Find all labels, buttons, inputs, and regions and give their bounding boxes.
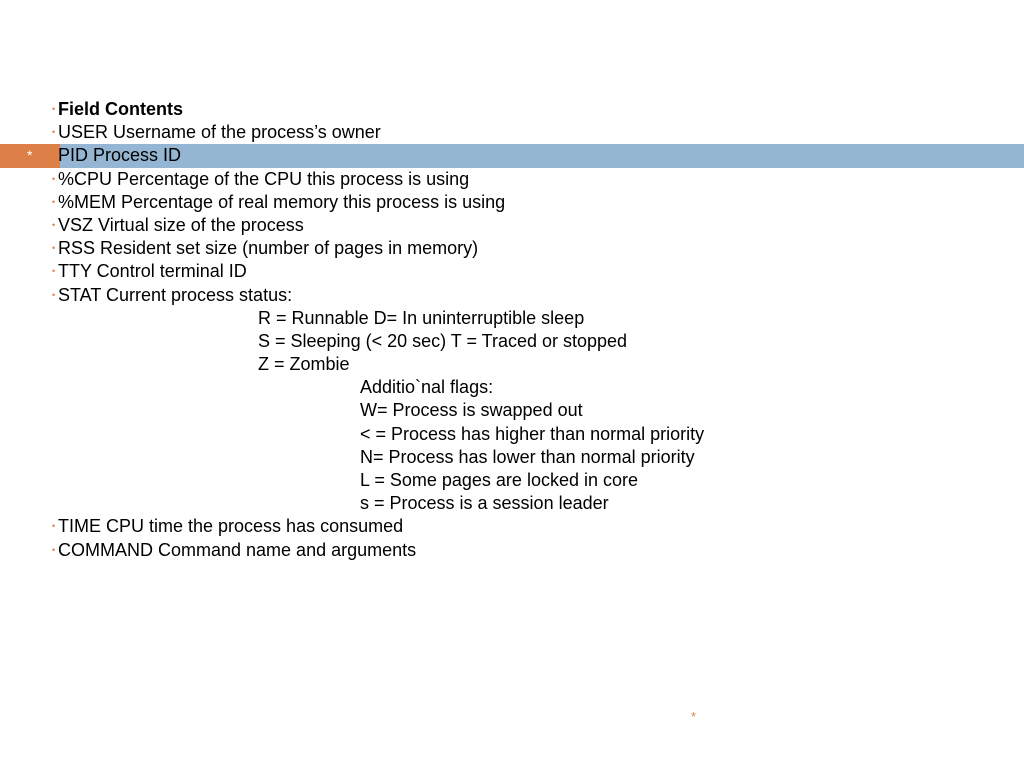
bullet-item: •VSZ Virtual size of the process bbox=[52, 214, 952, 237]
sub-item: s = Process is a session leader bbox=[52, 492, 952, 515]
bullet-item: •PID Process ID bbox=[52, 144, 952, 167]
bullet-dot-icon: • bbox=[52, 127, 56, 138]
bullet-item: •USER Username of the process’s owner bbox=[52, 121, 952, 144]
bullet-dot-icon: • bbox=[52, 104, 56, 114]
sub-item: R = Runnable D= In uninterruptible sleep bbox=[52, 307, 952, 330]
slide-body: •Field Contents•USER Username of the pro… bbox=[52, 98, 952, 562]
line-text: < = Process has higher than normal prior… bbox=[360, 423, 705, 444]
bullet-item: •RSS Resident set size (number of pages … bbox=[52, 237, 952, 260]
bullet-item: •TTY Control terminal ID bbox=[52, 260, 952, 283]
sub-item: L = Some pages are locked in core bbox=[52, 469, 952, 492]
bullet-item: •COMMAND Command name and arguments bbox=[52, 539, 952, 562]
bullet-dot-icon: • bbox=[52, 150, 56, 161]
line-text: S = Sleeping (< 20 sec) T = Traced or st… bbox=[258, 330, 628, 351]
line-text: PID Process ID bbox=[58, 145, 182, 166]
line-text: RSS Resident set size (number of pages i… bbox=[58, 238, 479, 259]
bullet-dot-icon: • bbox=[52, 266, 56, 277]
line-text: L = Some pages are locked in core bbox=[360, 470, 638, 490]
bullet-dot-icon: • bbox=[52, 544, 56, 555]
band-accent-block: * bbox=[0, 144, 60, 168]
bullet-dot-icon: • bbox=[52, 173, 56, 184]
bullet-item: •Field Contents bbox=[52, 98, 952, 121]
band-asterisk: * bbox=[27, 147, 33, 163]
header-band: * bbox=[0, 144, 1024, 168]
bullet-item: •TIME CPU time the process has consumed bbox=[52, 515, 952, 538]
line-text: R = Runnable D= In uninterruptible sleep bbox=[258, 307, 585, 328]
line-text: USER Username of the process’s owner bbox=[58, 122, 381, 143]
line-text: Additio`nal flags: bbox=[360, 377, 494, 398]
bullet-dot-icon: • bbox=[52, 219, 56, 230]
line-text: %CPU Percentage of the CPU this process … bbox=[58, 168, 470, 189]
line-text: Field Contents bbox=[58, 99, 183, 119]
line-text: TTY Control terminal ID bbox=[58, 261, 247, 282]
sub-item: N= Process has lower than normal priorit… bbox=[52, 446, 952, 469]
line-text: TIME CPU time the process has consumed bbox=[58, 516, 404, 537]
line-text: Z = Zombie bbox=[258, 354, 350, 375]
line-text: VSZ Virtual size of the process bbox=[58, 214, 304, 235]
band-blue-bar bbox=[60, 144, 1024, 168]
bullet-dot-icon: • bbox=[52, 243, 56, 254]
bullet-dot-icon: • bbox=[52, 289, 56, 300]
line-text: s = Process is a session leader bbox=[360, 493, 609, 514]
sub-item: < = Process has higher than normal prior… bbox=[52, 423, 952, 446]
sub-item: W= Process is swapped out bbox=[52, 399, 952, 422]
line-text: COMMAND Command name and arguments bbox=[58, 539, 417, 560]
bullet-item: •%MEM Percentage of real memory this pro… bbox=[52, 191, 952, 214]
bullet-item: •%CPU Percentage of the CPU this process… bbox=[52, 168, 952, 191]
line-text: STAT Current process status: bbox=[58, 284, 293, 305]
line-text: %MEM Percentage of real memory this proc… bbox=[58, 191, 506, 212]
line-text: N= Process has lower than normal priorit… bbox=[360, 446, 695, 467]
bullet-dot-icon: • bbox=[52, 521, 56, 532]
footer-asterisk: * bbox=[691, 709, 697, 724]
sub-item: S = Sleeping (< 20 sec) T = Traced or st… bbox=[52, 330, 952, 353]
sub-item: Z = Zombie bbox=[52, 353, 952, 376]
bullet-item: •STAT Current process status: bbox=[52, 284, 952, 307]
line-text: W= Process is swapped out bbox=[360, 400, 583, 421]
sub-item: Additio`nal flags: bbox=[52, 376, 952, 399]
bullet-dot-icon: • bbox=[52, 196, 56, 207]
